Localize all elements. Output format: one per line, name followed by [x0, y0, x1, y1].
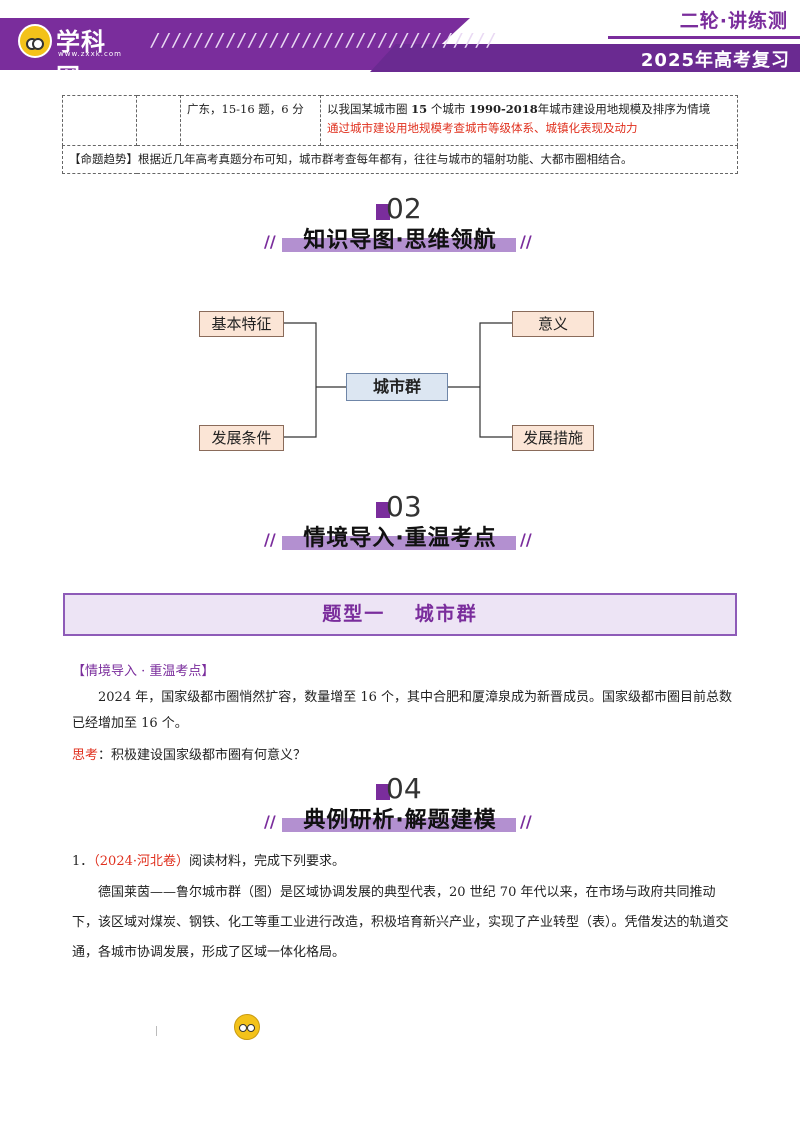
- intro-label: 【情境导入 · 重温考点】: [72, 659, 214, 685]
- logo-url: www.zxxk.com: [58, 50, 122, 58]
- section-number-marker: [376, 502, 390, 518]
- context-count: 15: [411, 102, 428, 116]
- section-title-highlight: [282, 818, 516, 832]
- table-cell-context: 以我国某城市圈 15 个城市 1990-2018年城市建设用地规模及排序为情境 …: [320, 95, 738, 146]
- intro-label-text: 【情境导入 · 重温考点】: [72, 664, 215, 679]
- year-label: 2025年高考复习: [640, 50, 790, 71]
- question-source: （2024·河北卷）: [93, 854, 189, 869]
- section-number: 03: [376, 490, 436, 526]
- mascot-icon: [18, 24, 52, 58]
- section-number: 02: [376, 192, 436, 228]
- table-cell-source: 广东，15-16 题，6 分: [180, 95, 321, 146]
- table-cell-empty: [136, 95, 181, 146]
- series-divider: [608, 36, 800, 39]
- question-instruction: 阅读材料，完成下列要求。: [189, 854, 346, 869]
- section-number-text: 02: [386, 192, 422, 225]
- table-row: 【命题趋势】根据近几年高考真题分布可知，城市群考查每年都有，往往与城市的辐射功能…: [62, 145, 738, 174]
- intro-paragraph: 2024 年，国家级都市圈悄然扩容，数量增至 16 个，其中合肥和厦漳泉成为新晋…: [72, 690, 733, 731]
- section-title: 典例研析·解题建模: [303, 808, 497, 833]
- header-banner: 学科网 www.zxxk.com ///////////////////////…: [0, 0, 800, 91]
- slash-decoration-right: //: [520, 530, 532, 549]
- mindmap-node-measures: 发展措施: [512, 425, 594, 451]
- mindmap-center-node: 城市群: [346, 373, 448, 401]
- mascot-icon: [234, 1014, 260, 1040]
- section-number: 04: [376, 772, 436, 808]
- context-prefix: 以我国某城市圈: [327, 102, 408, 116]
- section-title-highlight: [282, 238, 516, 252]
- mindmap-node-conditions: 发展条件: [199, 425, 284, 451]
- context-suffix: 年城市建设用地规模及排序为情境: [537, 102, 711, 116]
- section-heading-03: 03 // 情境导入·重温考点 //: [0, 490, 800, 562]
- trend-cell: 【命题趋势】根据近几年高考真题分布可知，城市群考查每年都有，往往与城市的辐射功能…: [62, 145, 738, 174]
- banner-background-right: [370, 44, 800, 72]
- slash-decoration-left: //: [264, 812, 276, 831]
- context-line: 以我国某城市圈 15 个城市 1990-2018年城市建设用地规模及排序为情境: [327, 100, 731, 119]
- mindmap-node-basic-features: 基本特征: [199, 311, 284, 337]
- section-title: 知识导图·思维领航: [303, 228, 497, 253]
- slash-decoration-right: //: [520, 232, 532, 251]
- slash-decoration-right: //: [520, 812, 532, 831]
- mindmap-node-significance: 意义: [512, 311, 594, 337]
- trend-label: 【命题趋势】: [69, 152, 138, 166]
- section-number-marker: [376, 204, 390, 220]
- exam-analysis-table: 广东，15-16 题，6 分 以我国某城市圈 15 个城市 1990-2018年…: [62, 95, 738, 174]
- section-title: 情境导入·重温考点: [303, 526, 497, 551]
- question-type-banner: 题型一 城市群: [63, 593, 737, 636]
- section-heading-04: 04 // 典例研析·解题建模 //: [0, 772, 800, 844]
- section-number-marker: [376, 784, 390, 800]
- question-header: 1．（2024·河北卷）阅读材料，完成下列要求。: [72, 849, 345, 875]
- section-number-text: 03: [386, 490, 422, 523]
- question-material: 德国莱茵——鲁尔城市群（图）是区域协调发展的典型代表，20 世纪 70 年代以来…: [72, 885, 729, 960]
- table-row: 广东，15-16 题，6 分 以我国某城市圈 15 个城市 1990-2018年…: [62, 95, 738, 146]
- section-number-text: 04: [386, 772, 422, 805]
- think-label: 思考: [72, 748, 99, 763]
- series-label: 二轮·讲练测: [679, 10, 788, 32]
- think-text: ：积极建设国家级都市圈有何意义？: [98, 748, 307, 763]
- table-cell-empty: [62, 95, 137, 146]
- section-title-highlight: [282, 536, 516, 550]
- context-focus: 通过城市建设用地规模考查城市等级体系、城镇化表现及动力: [327, 121, 638, 135]
- site-logo[interactable]: 学科网 www.zxxk.com: [18, 22, 128, 91]
- logo-text: 学科网: [56, 28, 106, 91]
- trend-text: 根据近几年高考真题分布可知，城市群考查每年都有，往往与城市的辐射功能、大都市圈相…: [138, 152, 633, 166]
- slash-decoration-left: //: [264, 232, 276, 251]
- slash-decoration-left: //: [264, 530, 276, 549]
- section-heading-02: 02 // 知识导图·思维领航 //: [0, 192, 800, 264]
- think-question: 思考：积极建设国家级都市圈有何意义？: [72, 743, 306, 769]
- footer-mark: [156, 1026, 157, 1036]
- question-number: 1．: [72, 854, 94, 869]
- context-mid: 个城市: [430, 102, 466, 116]
- context-years: 1990-2018: [468, 102, 538, 116]
- mindmap-connectors: [284, 322, 512, 438]
- banner-slashes: ////////////////////////////////: [150, 30, 497, 51]
